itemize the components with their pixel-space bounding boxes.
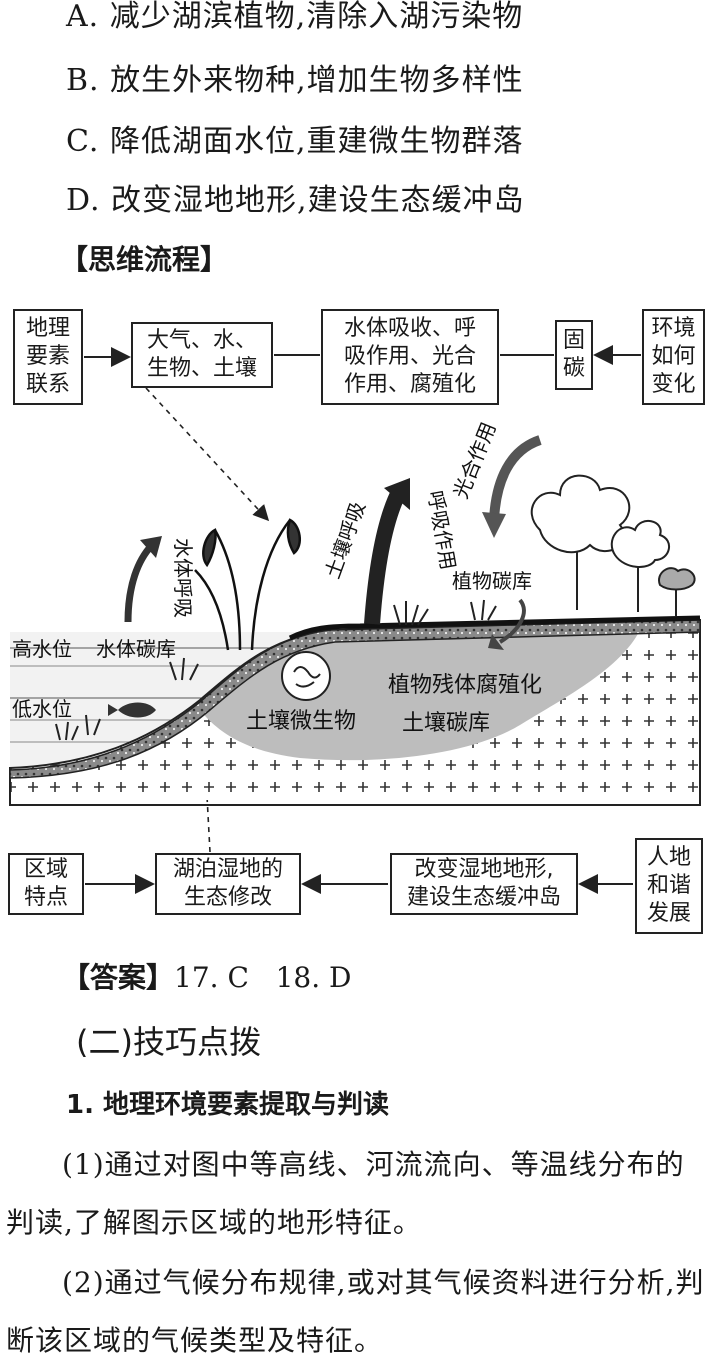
option-d: D. 改变湿地地形,建设生态缓冲岛	[66, 183, 525, 218]
flow-box-processes: 水体吸收、呼 吸作用、光合 作用、腐殖化	[321, 309, 499, 405]
humification-arrow	[498, 598, 526, 644]
gravel-layer	[9, 619, 701, 779]
label-soil-carbon: 土壤碳库	[402, 711, 490, 736]
soil-microbe-circle	[281, 651, 331, 701]
option-c: C. 降低湖面水位,重建微生物群落	[66, 124, 524, 159]
wetland-illustration: 高水位 水体碳库 低水位 水体呼吸 土壤呼吸 呼吸作用 光合作用 植物碳库 植物…	[9, 387, 701, 806]
label-photosynthesis: 光合作用	[448, 419, 500, 502]
dashed-arrow-bottom	[206, 800, 211, 853]
label-humification: 植物残体腐殖化	[388, 673, 542, 698]
label-high-water: 高水位	[12, 637, 72, 661]
reeds	[194, 518, 302, 651]
soil-respiration-arrow	[364, 486, 408, 625]
flow-box-region-features: 区域 特点	[8, 853, 84, 915]
flow-box-eco-modification: 湖泊湿地的 生态修改	[155, 853, 301, 915]
flow-box-harmony: 人地 和谐 发展	[635, 838, 703, 934]
subsection-title: 1. 地理环境要素提取与判读	[66, 1090, 390, 1120]
flow-box-geo-elements: 地理 要素 联系	[13, 309, 83, 405]
flow-box-spheres: 大气、水、 生物、土壤	[131, 322, 273, 388]
answer-text: 17. C 18. D	[174, 961, 352, 994]
dashed-arrow-top	[145, 387, 270, 522]
small-plants	[55, 599, 497, 741]
label-water-carbon: 水体碳库	[96, 637, 176, 661]
label-soil-microbes: 土壤微生物	[246, 709, 356, 734]
water-respiration-arrow	[124, 542, 155, 623]
top-connectors	[84, 345, 641, 367]
photosynthesis-arrow	[489, 435, 542, 521]
thinking-flow-title: 【思维流程】	[60, 243, 229, 276]
paragraph-1: (1)通过对图中等高线、河流流向、等温线分布的判读,了解图示区域的地形特征。	[6, 1148, 685, 1239]
flow-box-env-change: 环境 如何 变化	[642, 309, 705, 405]
label-low-water: 低水位	[12, 697, 72, 721]
label-respiration: 呼吸作用	[423, 489, 461, 572]
trees	[530, 474, 696, 616]
option-a: A. 减少湖滨植物,清除入湖污染物	[66, 0, 524, 34]
bottom-connectors	[85, 800, 633, 894]
option-b: B. 放生外来物种,增加生物多样性	[66, 63, 524, 98]
label-plant-carbon: 植物碳库	[452, 569, 532, 593]
paragraph-2: (2)通过气候分布规律,或对其气候资料进行分析,判断该区域的气候类型及特征。	[6, 1266, 705, 1357]
label-soil-respiration: 土壤呼吸	[320, 498, 370, 581]
label-water-respiration: 水体呼吸	[171, 538, 195, 618]
answer-label: 【答案】	[62, 961, 175, 994]
answer-line: 【答案】17. C 18. D	[62, 964, 351, 992]
fish-icon	[108, 702, 156, 718]
flow-box-wetland-change: 改变湿地地形, 建设生态缓冲岛	[390, 853, 578, 915]
section-title: (二)技巧点拨	[76, 1023, 261, 1061]
flow-box-carbon-fixation: 固 碳	[555, 320, 593, 390]
